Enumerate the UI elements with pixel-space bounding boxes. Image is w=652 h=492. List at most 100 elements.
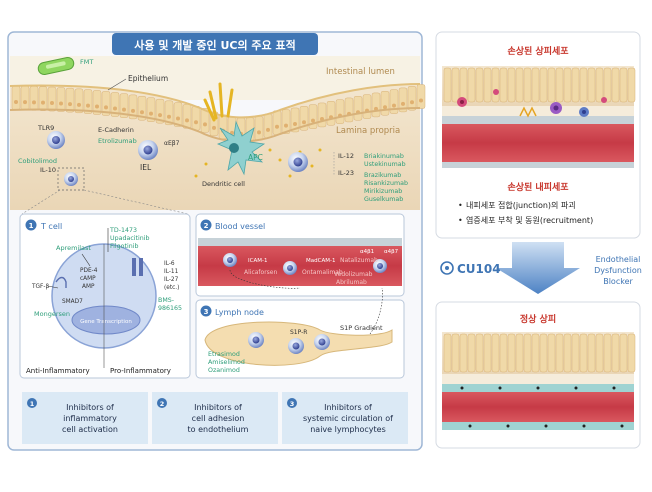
epithelial-cell <box>254 116 264 141</box>
epithelial-cell <box>317 102 327 128</box>
normal-stroma <box>442 374 634 384</box>
epithelial-cell <box>137 95 147 121</box>
epithelial-nucleus <box>212 125 216 130</box>
il23-drug-4: Guselkumab <box>364 196 403 203</box>
epithelial-nucleus <box>194 120 198 125</box>
epithelial-cell <box>380 90 390 116</box>
fmt-bacteria-icon <box>37 57 75 75</box>
damaged-epithelium-title: 손상된 상피세포 <box>507 45 569 57</box>
s1p-path <box>369 287 383 335</box>
il-etc-label: (etc.) <box>164 285 179 291</box>
epithelial-cell <box>627 333 636 373</box>
il-6-label: IL-6 <box>164 261 175 267</box>
epithelial-cell <box>335 99 345 124</box>
down-arrow-icon <box>496 242 580 294</box>
vedolizumab-label: Vedolizumab <box>334 271 373 278</box>
epithelial-nucleus <box>122 107 126 112</box>
epithelial-cell <box>507 67 516 103</box>
abrilumab-label: Abrilumab <box>336 279 367 286</box>
blocker-line-2: Dysfunction <box>594 266 642 275</box>
cytokine-dots <box>194 148 322 178</box>
epithelial-cell <box>299 106 309 131</box>
alicaforsen-label: Alicaforsen <box>244 269 277 276</box>
panel-title: 사용 및 개발 중인 UC의 주요 표적 <box>134 38 295 52</box>
epithelial-cell <box>587 333 596 373</box>
epithelial-cell <box>475 67 484 103</box>
il12-label: IL-12 <box>338 152 354 160</box>
epithelial-nucleus <box>23 100 27 105</box>
tlr9-label: TLR9 <box>37 124 54 132</box>
epithelial-cell <box>555 333 564 373</box>
epithelial-cell <box>507 333 516 373</box>
epithelial-cell <box>547 67 556 103</box>
category-1-number: 1 <box>30 400 35 408</box>
epithelial-cell <box>531 333 540 373</box>
epithelial-cell <box>467 67 476 103</box>
lymph-drug-2: Amiselimod <box>208 359 245 366</box>
epithelial-cell <box>20 85 30 111</box>
category-2-line-2: cell adhesion <box>192 414 245 423</box>
damaged-vessel <box>442 124 634 162</box>
category-1-line-2: inflammatory <box>63 414 117 423</box>
epithelial-cell <box>38 86 48 111</box>
lymph-cells <box>248 332 330 354</box>
epithelial-cell <box>146 97 156 122</box>
epithelial-nucleus <box>68 102 72 107</box>
apc-label: APC <box>248 153 263 162</box>
epithelial-nucleus <box>257 130 261 135</box>
epithelial-cell <box>603 67 612 103</box>
epithelial-cell <box>443 333 452 373</box>
free-cell-icon <box>288 152 308 172</box>
epithelial-nucleus <box>401 101 405 106</box>
lamina-propria-label: Lamina propria <box>336 126 400 136</box>
pde4-label: PDE-4 <box>80 268 98 274</box>
epithelial-cell <box>416 84 426 109</box>
natalizumab-label: Natalizumab <box>340 257 378 264</box>
category-3-line-2: systemic circulation of <box>303 414 393 423</box>
epithelial-nucleus <box>41 100 45 105</box>
category-1-line-3: cell activation <box>62 425 118 434</box>
epithelial-nucleus <box>32 100 36 105</box>
category-1-line-1: Inhibitors of <box>66 403 114 412</box>
epithelial-nucleus <box>302 120 306 125</box>
epithelial-cell <box>353 96 363 121</box>
epithelial-cell <box>281 109 291 134</box>
bms-label-2: 986165 <box>158 305 182 312</box>
etrolizumab-label: Etrolizumab <box>98 137 137 145</box>
epithelial-cell <box>611 333 620 373</box>
epithelial-cell <box>563 67 572 103</box>
blocker-line-1: Endothelial <box>596 255 641 264</box>
epithelial-cell <box>47 86 57 112</box>
epithelial-nucleus <box>419 98 423 103</box>
il23-label: IL-23 <box>338 169 354 177</box>
epithelial-cell <box>595 333 604 373</box>
zoom-line-right <box>83 189 189 215</box>
il10-label: IL-10 <box>40 166 56 174</box>
damaged-endothelium-top <box>442 116 634 124</box>
epithelial-nucleus <box>50 101 54 106</box>
epithelial-nucleus <box>59 101 63 106</box>
epithelial-cell <box>326 101 336 126</box>
epithelial-cell <box>119 93 129 118</box>
normal-endothelium-bottom <box>442 422 634 430</box>
epithelial-nucleus <box>185 118 189 123</box>
category-3-line-1: Inhibitors of <box>324 403 372 412</box>
epithelial-cell <box>499 67 508 103</box>
dendritic-cell-label: Dendritic cell <box>202 180 245 188</box>
smad7-label: SMAD7 <box>62 299 83 305</box>
epithelial-cell <box>491 333 500 373</box>
a4b7-label: α4β7 <box>384 249 399 255</box>
epithelial-cell <box>451 67 460 103</box>
epithelial-nucleus <box>266 127 270 132</box>
epithelium-pointer <box>107 78 127 91</box>
epithelial-nucleus <box>86 103 90 108</box>
category-2-number: 2 <box>160 400 165 408</box>
epithelial-nucleus <box>131 108 135 113</box>
epithelial-cell <box>459 333 468 373</box>
tcell-title: T cell <box>40 222 62 231</box>
epithelial-cell <box>587 67 596 103</box>
epithelial-cell <box>263 113 273 139</box>
epithelial-cell <box>164 100 174 126</box>
